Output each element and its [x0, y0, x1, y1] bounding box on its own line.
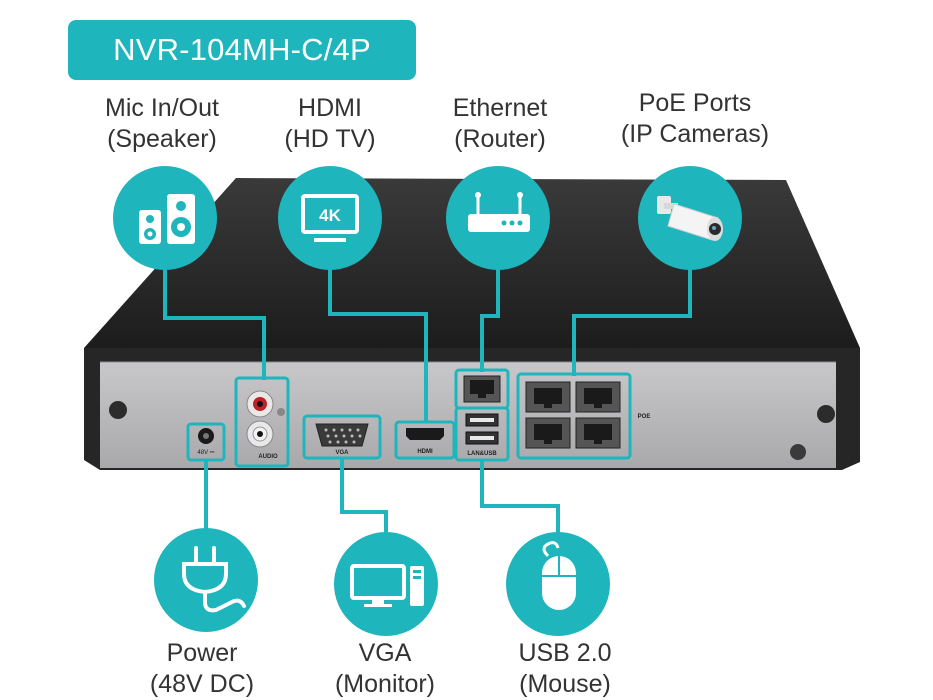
hdmi-connector — [328, 268, 428, 422]
power-label: Power (48V DC) — [132, 638, 272, 700]
mic-circle — [113, 166, 217, 270]
power-port: 48V ⎓ — [186, 422, 226, 462]
poe-port-label: POE — [638, 414, 651, 420]
mic-label: Mic In/Out (Speaker) — [92, 93, 232, 155]
hdmi-label-line1: HDMI — [298, 94, 362, 122]
hdmi-label: HDMI (HD TV) — [270, 93, 390, 155]
ground-screw — [790, 444, 806, 460]
mic-label-line1: Mic In/Out — [105, 94, 219, 122]
usb-label: USB 2.0 (Mouse) — [495, 638, 635, 700]
power-label-line2: (48V DC) — [149, 670, 255, 698]
vga-label-line1: VGA — [358, 639, 412, 667]
vga-label-line2: (Monitor) — [334, 670, 435, 698]
usb-label-line2: (Mouse) — [519, 670, 611, 698]
poe-ports: POE — [516, 372, 651, 460]
mic-connector — [163, 268, 266, 380]
poe-label: PoE Ports (IP Cameras) — [610, 88, 780, 150]
speaker-icon — [139, 194, 195, 244]
poe-label-line2: (IP Cameras) — [620, 120, 770, 148]
ethernet-connector — [480, 268, 500, 372]
poe-label-line1: PoE Ports — [638, 89, 752, 117]
router-icon — [468, 192, 530, 232]
audio-port-label: AUDIO — [258, 454, 278, 460]
poe-circle — [638, 166, 742, 270]
power-plug-icon — [182, 546, 246, 613]
usb-label-line1: USB 2.0 — [518, 639, 612, 667]
usb-connector — [480, 460, 560, 534]
ethernet-circle — [446, 166, 550, 270]
power-circle — [154, 528, 258, 632]
vga-connector — [340, 458, 388, 534]
hdmi-circle: 4K — [278, 166, 382, 270]
product-title: NVR-104MH-C/4P — [68, 20, 416, 80]
power-label-line1: Power — [166, 639, 238, 667]
vga-label: VGA (Monitor) — [320, 638, 450, 700]
usb-circle — [506, 532, 610, 636]
poe-connector — [572, 268, 692, 376]
vga-circle — [334, 532, 438, 636]
power-port-label: 48V ⎓ — [197, 450, 214, 456]
ethernet-label-line2: (Router) — [454, 125, 546, 153]
camera-icon — [657, 196, 723, 241]
ethernet-label-line1: Ethernet — [452, 94, 548, 122]
ethernet-label: Ethernet (Router) — [435, 93, 565, 155]
panel-screw-left — [109, 401, 127, 419]
panel-screw-right — [817, 405, 835, 423]
hdmi-label-line2: (HD TV) — [284, 125, 376, 153]
vga-port-label: VGA — [335, 450, 349, 456]
lanusb-port-label: LAN&USB — [467, 451, 497, 457]
tv-4k-icon: 4K — [301, 194, 359, 242]
mic-label-line2: (Speaker) — [107, 125, 217, 153]
hdmi-port: HDMI — [394, 420, 456, 460]
mouse-icon — [542, 541, 576, 610]
hdmi-port-label: HDMI — [417, 449, 433, 455]
tv-4k-badge: 4K — [319, 206, 341, 225]
computer-icon — [350, 564, 424, 607]
